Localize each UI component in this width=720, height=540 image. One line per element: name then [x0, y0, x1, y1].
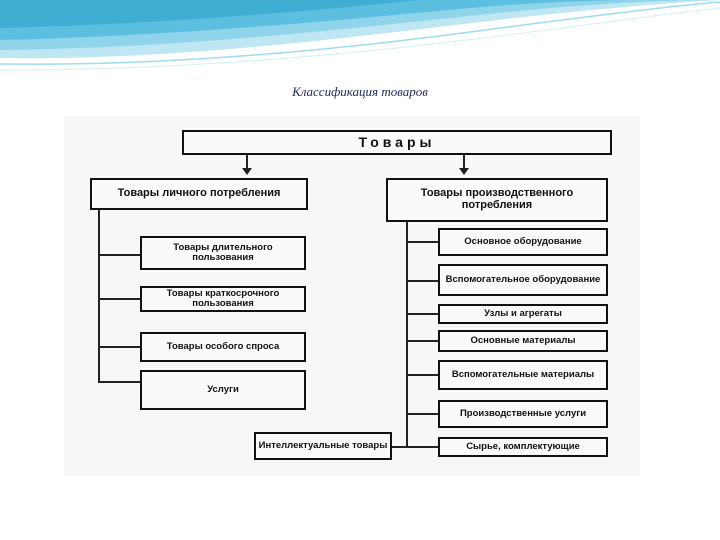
- header-wave-decoration: [0, 0, 720, 80]
- right-item-node: Основные материалы: [438, 330, 608, 352]
- connector-line: [392, 446, 408, 448]
- right-item-node: Вспомогательное оборудование: [438, 264, 608, 296]
- left-item-node: Товары краткосрочного пользования: [140, 286, 306, 312]
- left-item-label: Услуги: [207, 384, 239, 396]
- right-item-node: Основное оборудование: [438, 228, 608, 256]
- left-item-node: Товары особого спроса: [140, 332, 306, 362]
- left-item-node: Товары длительного пользования: [140, 236, 306, 270]
- connector-line: [406, 340, 438, 342]
- right-item-label: Вспомогательное оборудование: [445, 274, 601, 286]
- slide-title: Классификация товаров: [292, 84, 428, 99]
- right-category-label: Товары производственного потребления: [420, 187, 574, 211]
- connector-line: [406, 313, 438, 315]
- connector-line: [98, 346, 140, 348]
- left-category-label: Товары личного потребления: [117, 187, 281, 200]
- connector-line: [98, 381, 140, 383]
- left-item-label: Товары особого спроса: [166, 341, 280, 353]
- right-item-node: Узлы и агрегаты: [438, 304, 608, 324]
- connector-line: [406, 222, 408, 448]
- right-item-label: Узлы и агрегаты: [484, 308, 562, 320]
- right-item-label: Сырье, комплектующие: [466, 441, 580, 453]
- right-item-label: Основные материалы: [470, 335, 576, 347]
- right-item-label: Основное оборудование: [464, 236, 582, 248]
- connector-line: [406, 374, 438, 376]
- right-item-node: Производственные услуги: [438, 400, 608, 428]
- right-category-node: Товары производственного потребления: [386, 178, 608, 222]
- connector-line: [246, 154, 248, 168]
- connector-line: [98, 298, 140, 300]
- connector-line: [406, 413, 438, 415]
- connector-line: [406, 280, 438, 282]
- right-item-label: Вспомогательные материалы: [451, 369, 595, 381]
- right-item-node: Вспомогательные материалы: [438, 360, 608, 390]
- root-label: Товары: [358, 134, 436, 151]
- intellectual-goods-label: Интеллектуальные товары: [258, 440, 388, 452]
- left-item-label: Товары длительного пользования: [173, 242, 273, 263]
- connector-line: [98, 208, 100, 382]
- connector-line: [98, 254, 140, 256]
- connector-line: [463, 154, 465, 168]
- right-item-label: Производственные услуги: [459, 408, 587, 420]
- left-category-node: Товары личного потребления: [90, 178, 308, 210]
- arrow-down-icon: [459, 168, 469, 175]
- intellectual-goods-node: Интеллектуальные товары: [254, 432, 392, 460]
- connector-line: [406, 446, 438, 448]
- arrow-down-icon: [242, 168, 252, 175]
- root-node: Товары: [182, 130, 612, 155]
- connector-line: [406, 241, 438, 243]
- left-item-node: Услуги: [140, 370, 306, 410]
- right-item-node: Сырье, комплектующие: [438, 437, 608, 457]
- left-item-label: Товары краткосрочного пользования: [166, 288, 280, 309]
